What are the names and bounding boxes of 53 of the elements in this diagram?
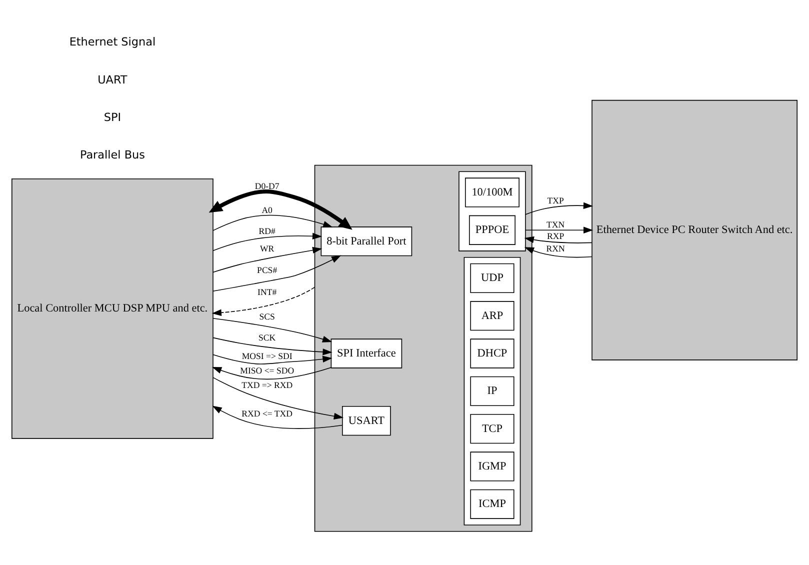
edge-label: RXP (546, 230, 564, 240)
node-box: 10/100M (465, 177, 520, 207)
edge-label: SCS (259, 311, 275, 322)
cluster (458, 170, 526, 251)
node-box: UDP (470, 262, 514, 293)
arrow (212, 286, 316, 316)
label: UART (98, 72, 128, 86)
label: Parallel Bus (80, 148, 145, 162)
node-box: SPI Interface (330, 338, 402, 368)
node-box: Local Controller MCU DSP MPU and etc. (12, 178, 214, 438)
cluster (314, 164, 532, 532)
node-box: IGMP (470, 451, 514, 481)
arrow (212, 366, 332, 379)
edge-label: A0 (262, 204, 272, 215)
arrow (524, 246, 592, 258)
edge-label: TXP (547, 195, 564, 206)
edge-label: D0-D7 (254, 180, 280, 191)
edge-label: WR (260, 243, 274, 254)
edge-label: RXD <= TXD (242, 408, 292, 418)
edge-label: TXN (546, 219, 565, 230)
arrow (212, 246, 322, 272)
node-box: ARP (470, 300, 514, 330)
label: Ethernet Signal (69, 35, 156, 48)
arrow (525, 226, 594, 233)
edge-label: INT# (258, 286, 277, 296)
arrow (212, 317, 332, 342)
node-box: ICMP (470, 488, 514, 518)
arrow (212, 254, 342, 292)
node-box: 8-bit Parallel Port (320, 226, 412, 256)
node-box: TCP (470, 414, 514, 444)
arrow (212, 376, 344, 420)
arrow (212, 405, 343, 428)
edge-label: MOSI => SDI (242, 350, 292, 360)
arrow (212, 336, 332, 355)
arrow (525, 202, 594, 214)
edge-label: RXN (546, 243, 565, 254)
label: SPI (104, 110, 122, 124)
arrow (212, 214, 333, 230)
node-box: Ethernet Device PC Router Switch And etc. (592, 99, 798, 360)
arrow (208, 188, 352, 230)
arrow (524, 236, 592, 243)
edge-label: SCK (258, 332, 276, 342)
edge-label: PCS# (257, 264, 278, 275)
node-box: IP (470, 376, 514, 406)
node-box: USART (342, 406, 391, 436)
edge-label: TXD => RXD (242, 379, 293, 390)
edge-label: MISO <= SDO (240, 364, 294, 375)
node-box: PPPOE (469, 214, 516, 244)
arrow (212, 232, 322, 251)
node-box: DHCP (470, 338, 514, 368)
cluster (464, 256, 521, 525)
arrow (212, 354, 332, 364)
edge-label: RD# (258, 225, 276, 236)
